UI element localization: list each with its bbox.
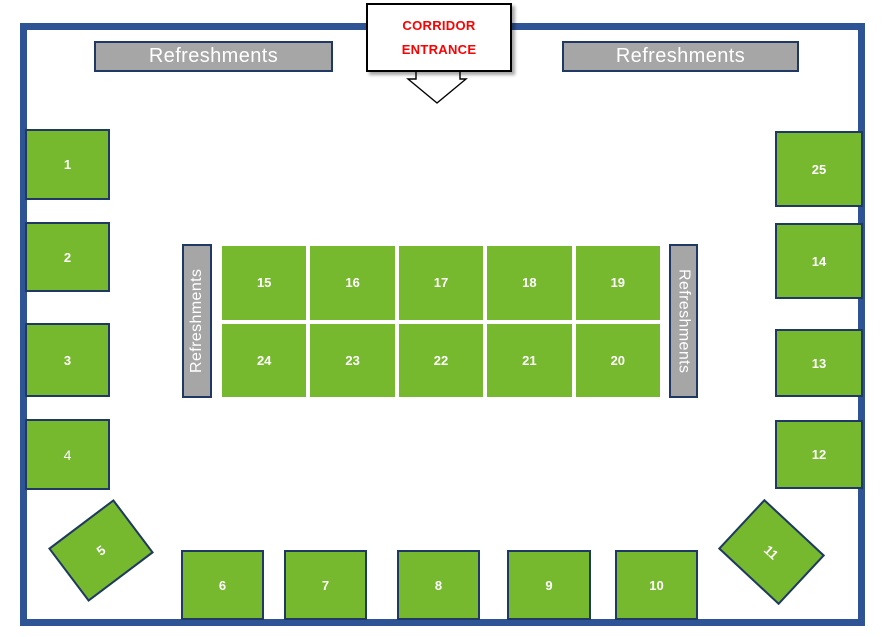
refreshments-bar-top-left: Refreshments	[94, 41, 333, 72]
booth-18: 18	[487, 246, 572, 320]
booth-25: 25	[775, 131, 863, 207]
booth-12: 12	[775, 420, 863, 489]
refreshments-bar-center-left: Refreshments	[182, 244, 212, 398]
corridor-entrance-sign: CORRIDOR ENTRANCE	[366, 3, 512, 72]
booth-19: 19	[575, 246, 660, 320]
booth-13: 13	[775, 329, 863, 397]
refreshments-bar-top-right: Refreshments	[562, 41, 799, 72]
entrance-label-line2: ENTRANCE	[401, 42, 477, 57]
booth-16: 16	[310, 246, 395, 320]
booth-22: 22	[398, 323, 484, 397]
refreshments-bar-center-right: Refreshments	[669, 244, 698, 398]
booth-24: 24	[222, 323, 307, 397]
entrance-label-line1: CORRIDOR	[402, 18, 476, 33]
booth-2: 2	[25, 222, 110, 292]
booth-14: 14	[775, 223, 863, 299]
booth-20: 20	[575, 323, 660, 397]
booth-1: 1	[25, 129, 110, 200]
booth-8: 8	[397, 550, 480, 620]
booth-3: 3	[25, 323, 110, 397]
booth-4: 4	[25, 419, 110, 490]
booth-21: 21	[487, 323, 572, 397]
booth-6: 6	[181, 550, 264, 620]
booth-10: 10	[615, 550, 698, 620]
entrance-arrow-icon	[406, 70, 468, 104]
booth-17: 17	[398, 246, 484, 320]
booth-9: 9	[507, 550, 591, 620]
booth-23: 23	[310, 323, 395, 397]
booth-7: 7	[284, 550, 367, 620]
booth-15: 15	[222, 246, 307, 320]
